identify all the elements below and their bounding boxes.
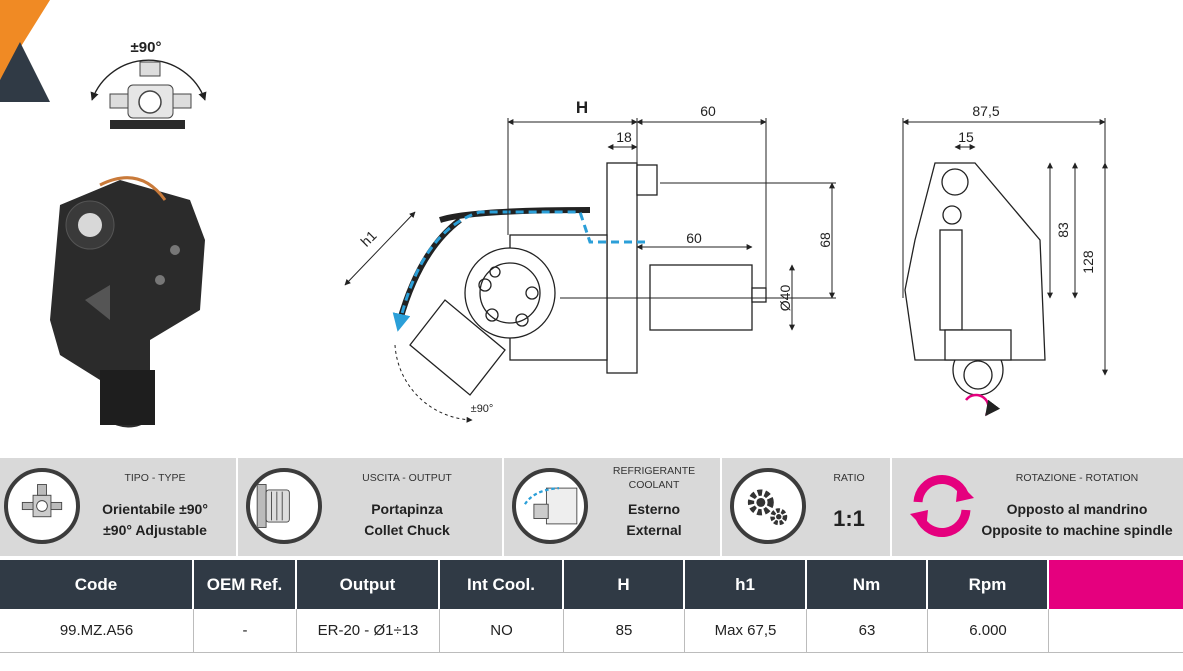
cell-rpm: 6.000 — [928, 609, 1049, 653]
logo-navy-shape — [0, 42, 50, 102]
feature-coolant-title-it: REFRIGERANTE — [612, 465, 696, 477]
coolant-icon — [512, 468, 588, 544]
dim-18: 18 — [616, 129, 632, 145]
feature-type-title: TIPO - TYPE — [124, 472, 186, 484]
dim-60-top: 60 — [700, 103, 716, 119]
rotation-arrows-icon — [906, 470, 978, 542]
dim-60-inner: 60 — [686, 230, 702, 246]
brand-logo — [0, 0, 50, 102]
front-view — [904, 162, 1046, 396]
cell-int-cool: NO — [440, 609, 564, 653]
feature-type-value-it: Orientabile ±90° — [102, 501, 208, 517]
feature-output-title: USCITA - OUTPUT — [362, 472, 452, 484]
feature-divider — [236, 458, 238, 556]
cell-output: ER-20 - Ø1÷13 — [297, 609, 440, 653]
col-header-output: Output — [297, 560, 438, 609]
feature-rotation: ROTAZIONE - ROTATION Opposto al mandrino… — [892, 458, 1183, 556]
cell-h: 85 — [564, 609, 685, 653]
feature-type-value-en: ±90° Adjustable — [103, 522, 207, 538]
feature-coolant: REFRIGERANTE COOLANT Esterno External — [504, 458, 720, 556]
dim-15: 15 — [958, 129, 974, 145]
tool-type-icon — [4, 468, 80, 544]
feature-coolant-value-en: External — [626, 522, 682, 538]
cell-code: 99.MZ.A56 — [0, 609, 194, 653]
gears-icon — [730, 468, 806, 544]
side-dimensions — [344, 118, 836, 423]
collet-output-icon — [246, 468, 322, 544]
front-dimensions — [902, 118, 1108, 376]
front-rotation-icon — [965, 393, 1001, 417]
feature-rotation-value-en: Opposite to machine spindle — [981, 522, 1173, 538]
dim-128: 128 — [1080, 250, 1096, 274]
pivot-angle-label: ±90° — [131, 39, 162, 56]
col-header-code: Code — [0, 560, 192, 609]
col-header-int-cool: Int Cool. — [440, 560, 562, 609]
drawing-canvas: ±90° — [0, 0, 1108, 428]
dim-87-5: 87,5 — [972, 103, 999, 119]
cell-oem-ref: - — [194, 609, 297, 653]
spec-table-header: Code OEM Ref. Output Int Cool. H h1 Nm R… — [0, 560, 1183, 609]
col-header-h: H — [564, 560, 683, 609]
col-header-rpm: Rpm — [928, 560, 1047, 609]
dim-h1: h1 — [357, 227, 379, 249]
feature-coolant-title-en: COOLANT — [628, 479, 680, 491]
col-header-accent — [1049, 560, 1183, 609]
feature-output-value-it: Portapinza — [371, 501, 443, 517]
feature-divider — [502, 458, 504, 556]
feature-divider — [720, 458, 722, 556]
dim-H: H — [576, 98, 588, 117]
feature-rotation-value-it: Opposto al mandrino — [1006, 501, 1148, 517]
dim-83: 83 — [1055, 222, 1071, 238]
feature-type: TIPO - TYPE Orientabile ±90° ±90° Adjust… — [0, 458, 236, 556]
feature-coolant-value-it: Esterno — [627, 501, 681, 517]
col-header-oem-ref: OEM Ref. — [194, 560, 295, 609]
cell-nm: 63 — [807, 609, 928, 653]
feature-ratio-value: 1:1 — [833, 506, 865, 531]
col-header-h1: h1 — [685, 560, 805, 609]
tool-render — [50, 176, 205, 428]
feature-divider — [890, 458, 892, 556]
side-view — [397, 162, 767, 396]
technical-drawing: ±90° — [0, 0, 1108, 428]
cell-accent — [1049, 609, 1183, 653]
feature-output-value-en: Collet Chuck — [364, 522, 450, 538]
cell-h1: Max 67,5 — [685, 609, 807, 653]
feature-ratio-title: RATIO — [833, 472, 865, 484]
pivot-icon: ±90° — [90, 39, 207, 129]
dim-d40: Ø40 — [777, 285, 793, 312]
feature-strip: TIPO - TYPE Orientabile ±90° ±90° Adjust… — [0, 458, 1183, 556]
dim-swing: ±90° — [471, 403, 494, 415]
dim-68: 68 — [817, 232, 833, 248]
coolant-path — [392, 210, 645, 332]
feature-rotation-title: ROTAZIONE - ROTATION — [1015, 472, 1139, 484]
col-header-nm: Nm — [807, 560, 926, 609]
feature-output: USCITA - OUTPUT Portapinza Collet Chuck — [238, 458, 502, 556]
spec-table: Code OEM Ref. Output Int Cool. H h1 Nm R… — [0, 560, 1183, 671]
feature-ratio: RATIO 1:1 — [722, 458, 890, 556]
